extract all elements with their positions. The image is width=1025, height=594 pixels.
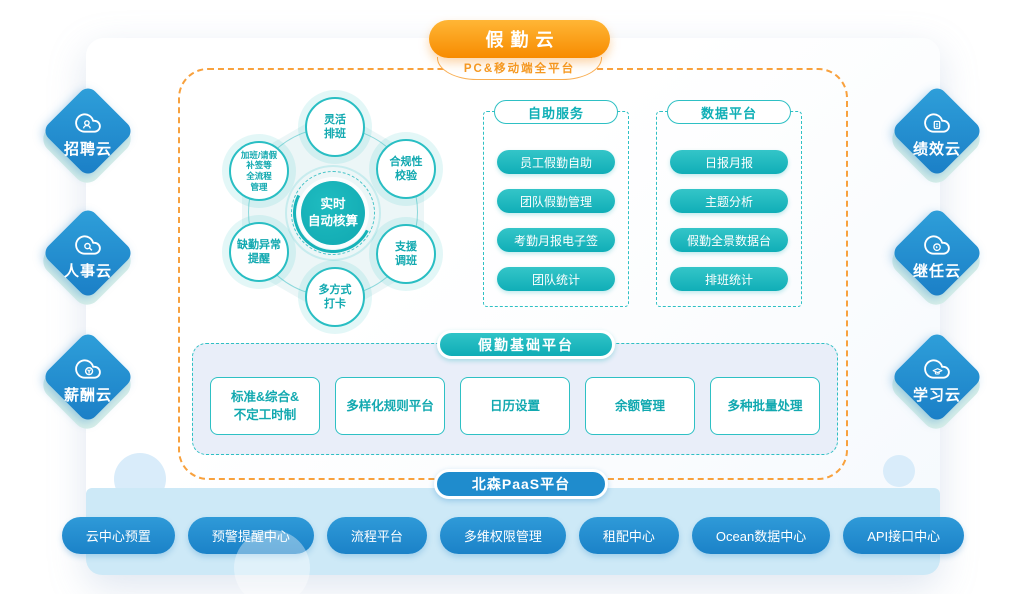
cloud-module-learning: 学习云: [886, 330, 987, 435]
paas-item: 预警提醒中心: [187, 517, 314, 554]
paas-item: 多维权限管理: [439, 517, 566, 554]
self-service-item: 员工假勤自助: [497, 150, 615, 174]
decorative-circle: [883, 455, 915, 487]
base-platform-panel: 假勤基础平台 标准&综合& 不定工时制 多样化规则平台 日历设置 余额管理 多种…: [192, 330, 838, 455]
self-service-panel: 自助服务 员工假勤自助 团队假勤管理 考勤月报电子签 团队统计: [483, 100, 629, 307]
decorative-circle: [234, 530, 310, 594]
base-platform-item: 多种批量处理: [710, 377, 820, 435]
dashed-ring: [291, 171, 375, 255]
cloud-module-performance: 绩效云: [886, 84, 987, 189]
cloud-label: 人事云: [63, 262, 112, 280]
inner-ring: [285, 165, 381, 261]
base-platform-row: 标准&综合& 不定工时制 多样化规则平台 日历设置 余额管理 多种批量处理: [193, 377, 837, 435]
paas-item: Ocean数据中心: [691, 517, 831, 554]
base-platform-item: 多样化规则平台: [335, 377, 445, 435]
cloud-module-payroll: 薪酬云: [37, 330, 138, 435]
paas-band: 云中心预置 预警提醒中心 流程平台 多维权限管理 租配中心 Ocean数据中心 …: [61, 488, 965, 575]
cloud-module-recruiting: 招聘云: [37, 84, 138, 189]
cloud-module-succession: 继任云: [886, 206, 987, 311]
data-platform-item: 日报月报: [670, 150, 788, 174]
satellite-compliance-check: 合规性 校验: [376, 139, 436, 199]
paas-item: API接口中心: [843, 517, 965, 554]
self-service-title: 自助服务: [494, 100, 618, 124]
payroll-cloud-icon: [73, 356, 103, 382]
succession-cloud-icon: [922, 232, 952, 258]
cloud-label: 绩效云: [912, 140, 961, 158]
learning-cloud-icon: [922, 356, 952, 382]
cloud-label: 学习云: [912, 386, 961, 404]
satellite-multi-clockin: 多方式 打卡: [305, 267, 365, 327]
product-title: 假勤云: [429, 20, 610, 58]
paas-item-row: 云中心预置 预警提醒中心 流程平台 多维权限管理 租配中心 Ocean数据中心 …: [61, 517, 965, 554]
recruiting-cloud-icon: [73, 110, 103, 136]
base-platform-item: 余额管理: [585, 377, 695, 435]
hr-cloud-icon: [73, 232, 103, 258]
data-platform-item: 排班统计: [670, 267, 788, 291]
cloud-label: 继任云: [912, 262, 961, 280]
cloud-label: 薪酬云: [63, 386, 112, 404]
self-service-item: 团队统计: [497, 267, 615, 291]
data-platform-item: 假勤全景数据台: [670, 228, 788, 252]
self-service-item: 考勤月报电子签: [497, 228, 615, 252]
core-engine-node: 实时 自动核算: [301, 181, 365, 245]
paas-item: 租配中心: [578, 517, 679, 554]
cloud-label: 招聘云: [63, 140, 112, 158]
paas-title: 北森PaaS平台: [434, 469, 608, 499]
data-platform-title: 数据平台: [667, 100, 791, 124]
satellite-flexible-scheduling: 灵活 排班: [305, 97, 365, 157]
performance-cloud-icon: [922, 110, 952, 136]
self-service-item: 团队假勤管理: [497, 189, 615, 213]
base-platform-item: 标准&综合& 不定工时制: [210, 377, 320, 435]
paas-item: 流程平台: [326, 517, 427, 554]
data-platform-item: 主题分析: [670, 189, 788, 213]
paas-item: 云中心预置: [61, 517, 175, 554]
base-platform-item: 日历设置: [460, 377, 570, 435]
product-subtitle: PC&移动端全平台: [437, 57, 602, 80]
satellite-support-shift: 支援 调班: [376, 224, 436, 284]
cloud-module-hr: 人事云: [37, 206, 138, 311]
satellite-absence-alert: 缺勤异常 提醒: [229, 222, 289, 282]
data-platform-panel: 数据平台 日报月报 主题分析 假勤全景数据台 排班统计: [656, 100, 802, 307]
base-platform-title: 假勤基础平台: [437, 330, 615, 359]
satellite-overtime-leave-flow: 加班/请假 补签等 全流程 管理: [229, 141, 289, 201]
